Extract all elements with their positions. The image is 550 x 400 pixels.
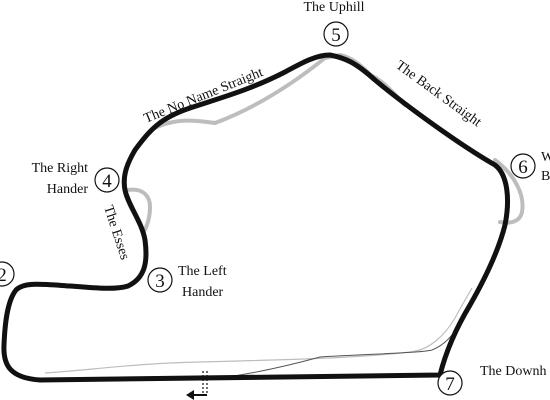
turn-6-number: 6 xyxy=(518,157,528,178)
turn-7-number: 7 xyxy=(445,374,455,395)
no-name-straight-label: The No Name Straight xyxy=(142,65,266,127)
turn-6-name-line-1: W xyxy=(541,150,550,165)
turn-5-name: The Uphill xyxy=(303,0,364,15)
turn-3-number: 3 xyxy=(155,271,165,292)
old-layout-thin-line xyxy=(44,287,473,374)
turn-4-marker: 4 xyxy=(94,167,120,193)
esses-label: The Esses xyxy=(100,204,132,262)
racing-line-thin xyxy=(204,289,481,381)
turn-3-marker: 3 xyxy=(147,267,173,293)
track-outline xyxy=(1,52,511,383)
turn-4-name-line-2: Hander xyxy=(47,182,89,197)
back-straight-label: The Back Straight xyxy=(393,58,484,130)
old-layout-segment-hill xyxy=(213,52,407,125)
turn-4-name-line-1: The Right xyxy=(32,161,88,176)
turn-3-name-line-2: Hander xyxy=(182,285,224,300)
turn-6-name-line-2: B xyxy=(541,169,550,184)
turn-4-number: 4 xyxy=(102,171,112,192)
start-finish-arrow-icon xyxy=(186,371,208,400)
turn-5-marker: 5 xyxy=(323,21,349,47)
old-layout-segment-turn6 xyxy=(493,158,525,225)
turn-5-number: 5 xyxy=(331,25,341,46)
turn-7-marker: 7 xyxy=(437,370,463,396)
turn-6-marker: 6 xyxy=(510,153,536,179)
old-layout-segment-esses xyxy=(126,187,153,232)
turn-7-name: The Downh xyxy=(480,364,547,379)
turn-3-name-line-1: The Left xyxy=(178,264,227,279)
turn-2-marker: 2 xyxy=(0,261,15,287)
turn-2-number: 2 xyxy=(0,265,7,286)
